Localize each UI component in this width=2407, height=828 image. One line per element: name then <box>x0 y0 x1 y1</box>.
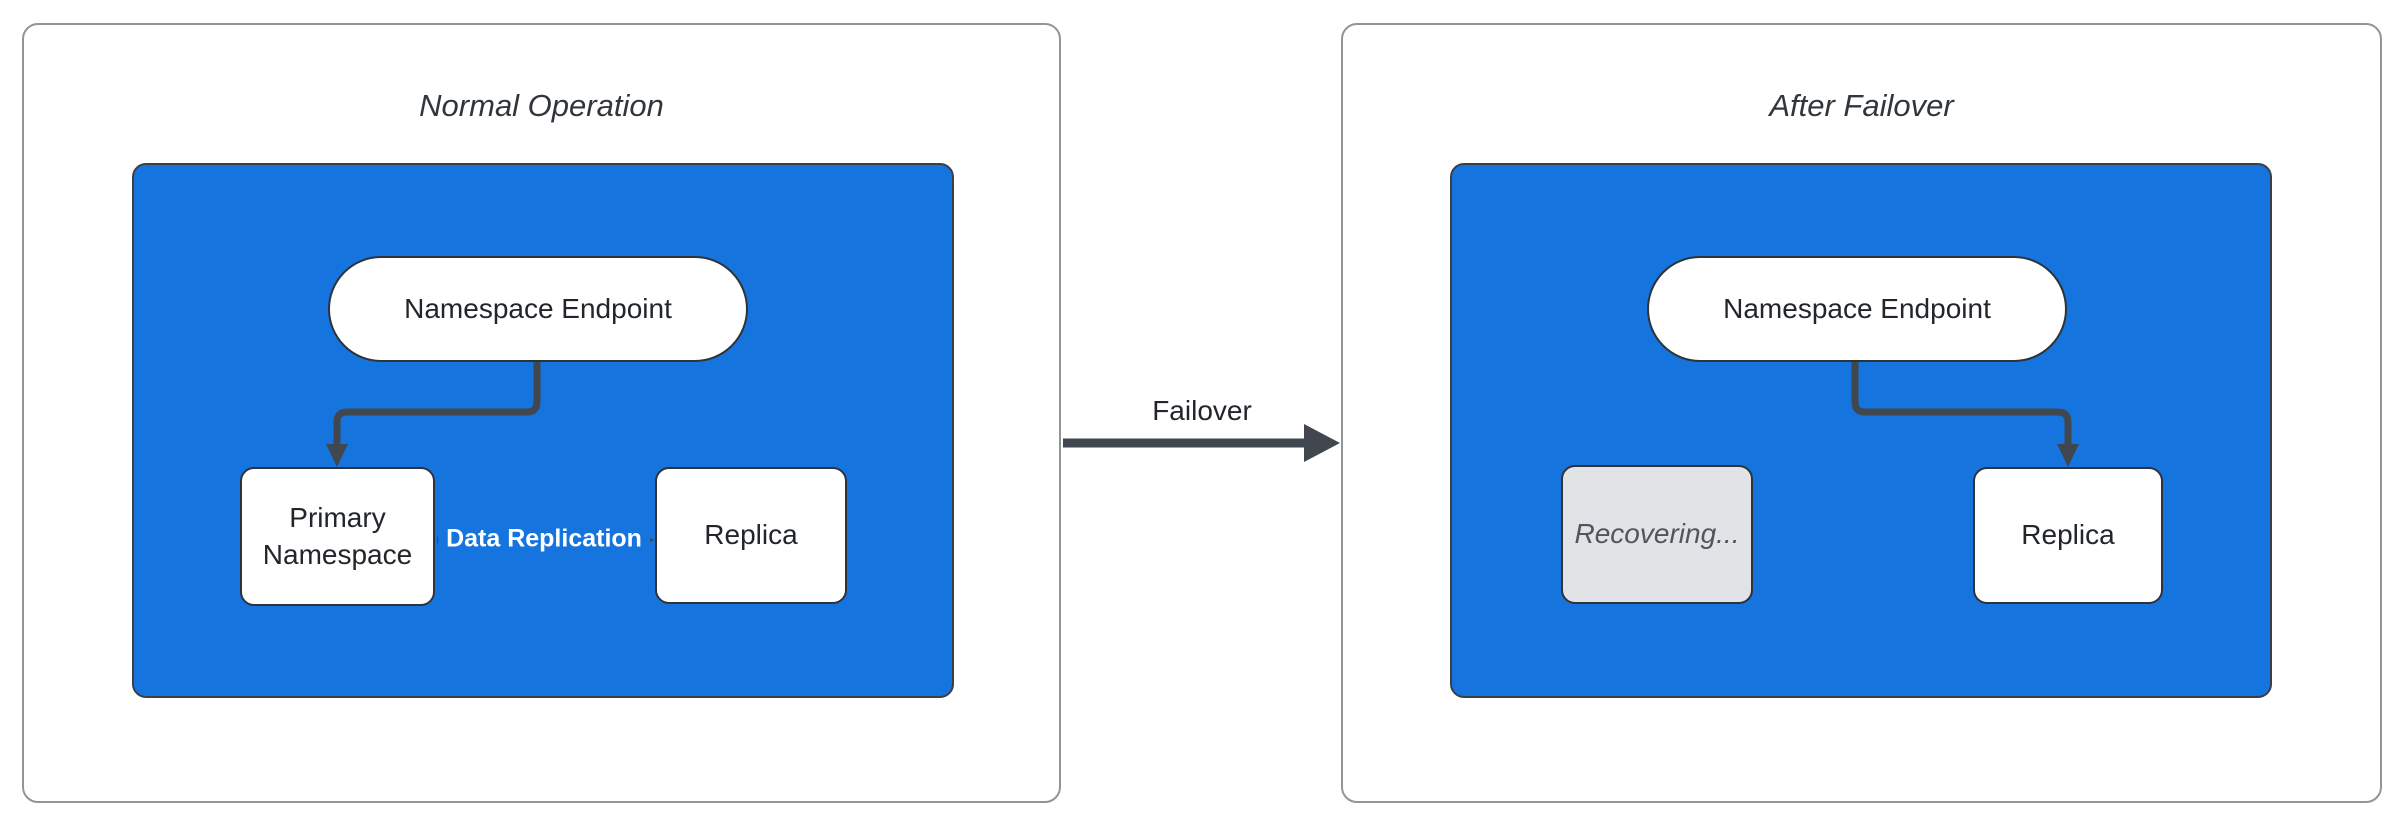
node-namespace-endpoint-right: Namespace Endpoint <box>1647 256 2067 362</box>
node-primary-namespace: Primary Namespace <box>240 467 435 606</box>
node-replica-left: Replica <box>655 467 847 604</box>
node-label-namespace-endpoint-left: Namespace Endpoint <box>404 292 672 324</box>
failover-label: Failover <box>1152 395 1252 426</box>
cluster-after-failover <box>1450 163 2272 698</box>
node-recovering: Recovering... <box>1561 465 1753 604</box>
cluster-normal-operation <box>132 163 954 698</box>
node-label-replica-left: Replica <box>704 519 798 551</box>
node-namespace-endpoint-left: Namespace Endpoint <box>328 256 748 362</box>
node-label-primary-namespace: Primary Namespace <box>262 502 413 570</box>
panel-title-after-failover: After Failover <box>1769 88 1954 123</box>
edge-label-data-replication: Data Replication <box>438 522 650 556</box>
node-label-recovering: Recovering... <box>1574 518 1740 550</box>
node-label-replica-right: Replica <box>2021 519 2115 551</box>
arrowhead-failover <box>1304 424 1340 462</box>
node-replica-right: Replica <box>1973 467 2163 604</box>
panel-title-normal-operation: Normal Operation <box>419 88 664 123</box>
node-label-namespace-endpoint-right: Namespace Endpoint <box>1723 292 1991 324</box>
